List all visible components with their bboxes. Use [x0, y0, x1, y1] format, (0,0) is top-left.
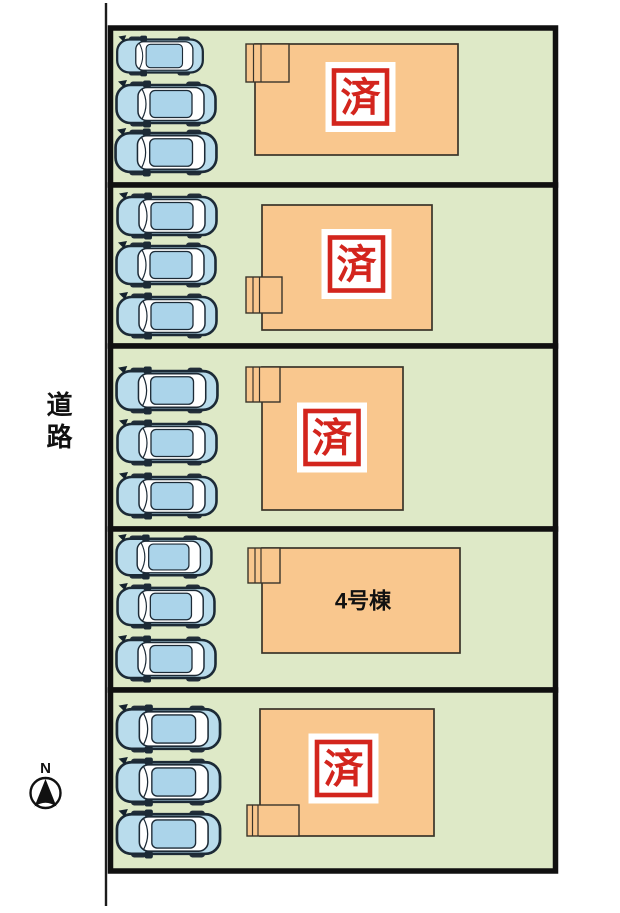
car-icon	[116, 419, 218, 467]
car-icon	[115, 80, 217, 128]
car-icon	[116, 292, 218, 340]
compass-needle-icon	[34, 779, 57, 807]
car-icon	[116, 35, 204, 77]
compass: N	[29, 760, 62, 810]
car-icon	[116, 583, 216, 630]
sold-stamp-lot-1: 済	[325, 62, 396, 132]
car-icon	[115, 704, 222, 754]
building-2-porch	[245, 276, 283, 314]
building-5-porch	[246, 804, 300, 837]
car-icon	[115, 809, 222, 859]
building-3-porch	[245, 366, 281, 403]
building-1-porch	[245, 43, 290, 83]
car-icon	[116, 472, 218, 520]
building-4-name-label: 4号棟	[335, 589, 392, 614]
car-icon	[115, 757, 222, 807]
car-icon	[115, 366, 219, 415]
sold-stamp-lot-2: 済	[321, 229, 392, 299]
compass-north-label: N	[40, 760, 51, 777]
sold-stamp-text: 済	[312, 417, 353, 461]
sold-stamp-text: 済	[337, 243, 378, 287]
car-icon	[114, 128, 218, 177]
sold-stamp-text: 済	[324, 748, 365, 792]
sold-stamp-text: 済	[341, 76, 382, 120]
car-icon	[115, 534, 213, 580]
building-4-porch	[247, 547, 281, 584]
sold-stamp-lot-5: 済	[308, 733, 379, 804]
sold-stamp-lot-3: 済	[297, 402, 367, 473]
car-icon	[116, 192, 218, 240]
road-label: 道路	[43, 391, 73, 455]
car-icon	[115, 635, 217, 683]
car-icon	[115, 241, 217, 289]
building-4: 4号棟	[247, 547, 461, 654]
